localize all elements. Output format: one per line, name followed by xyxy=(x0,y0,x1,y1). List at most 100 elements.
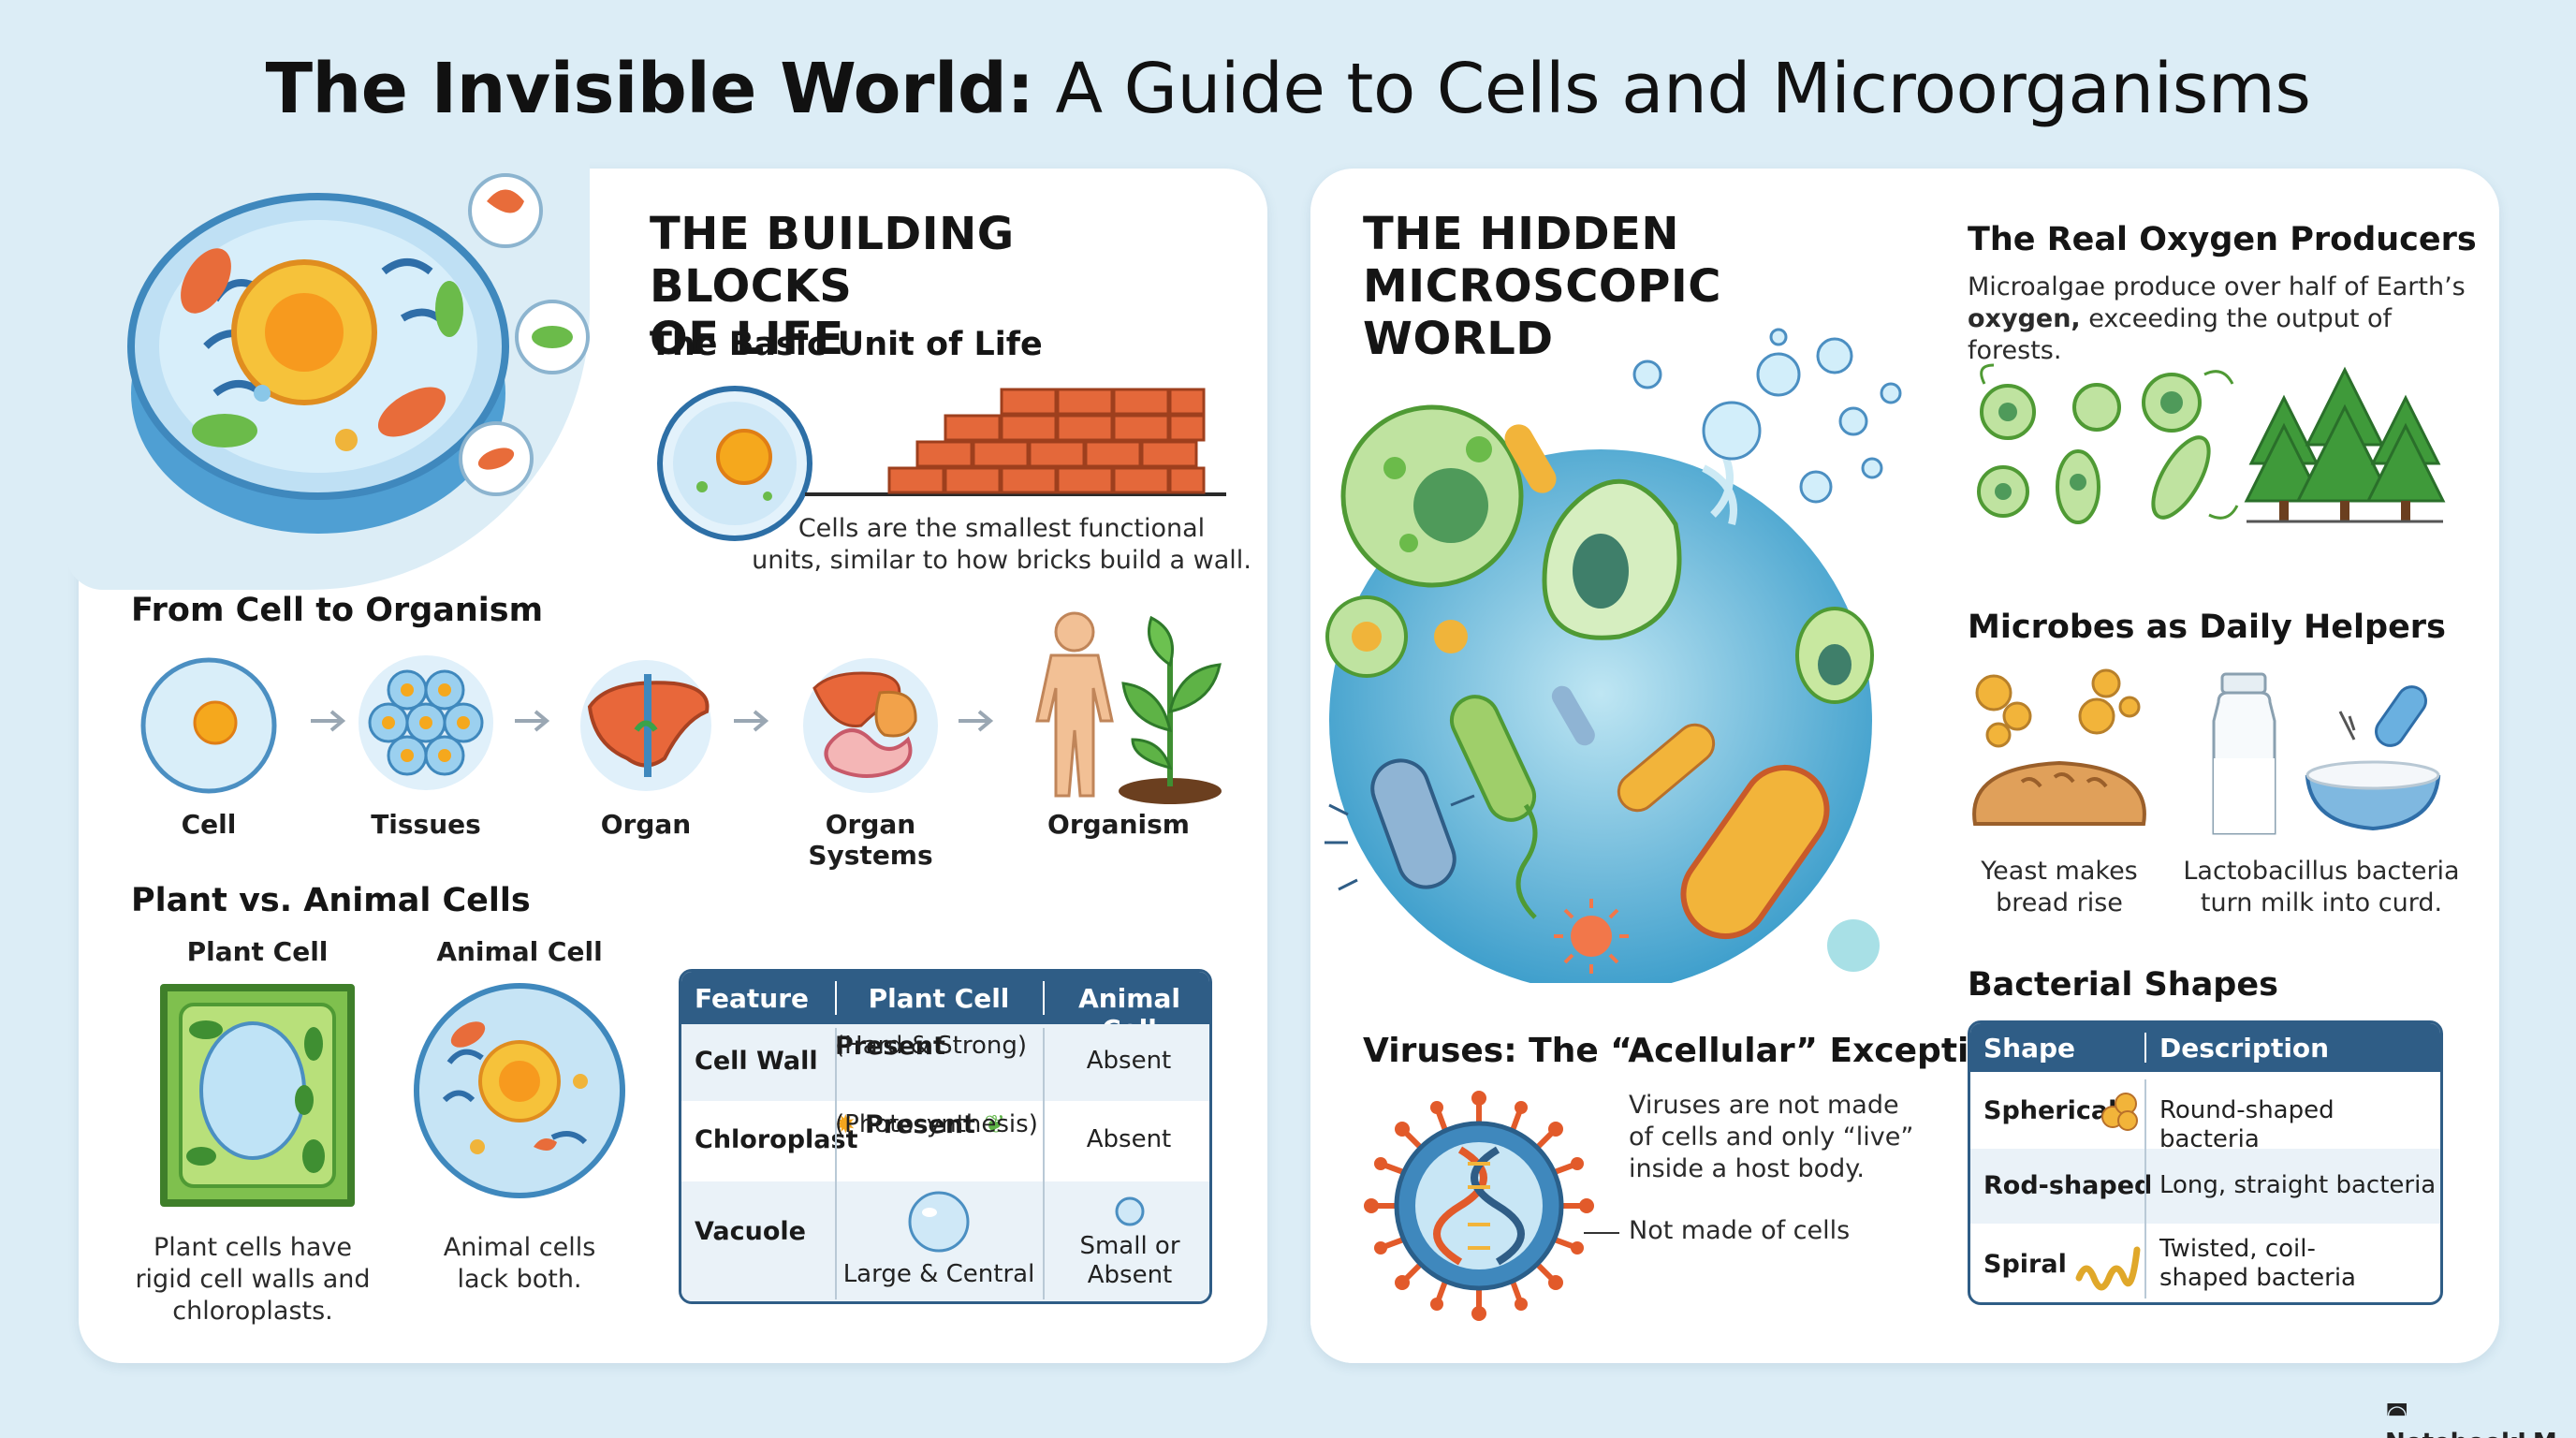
animal-cell-icon xyxy=(414,983,625,1198)
organ-systems-icon xyxy=(803,658,938,793)
table-row: Rod-shaped Long, straight bacteria xyxy=(1970,1149,2440,1224)
heading-line: THE BUILDING BLOCKS xyxy=(650,208,1015,313)
bacterial-shapes-heading: Bacterial Shapes xyxy=(1968,966,2278,1004)
table-header-cell: Shape xyxy=(1983,1033,2076,1064)
caption-line: lack both. xyxy=(457,1265,582,1294)
spiral-bacteria-icon xyxy=(2075,1246,2141,1291)
caption-line: bread rise xyxy=(1996,888,2123,917)
brand-name: NotebookLM xyxy=(2385,1429,2557,1438)
tissues-icon xyxy=(359,655,493,790)
shape-cell: Rod-shaped xyxy=(1983,1171,2153,1200)
organ-liver-icon xyxy=(580,660,711,791)
heading-line: OF LIFE xyxy=(650,313,844,365)
oxygen-heading: The Real Oxygen Producers xyxy=(1968,221,2477,258)
lacto-caption: Lactobacillus bacteria turn milk into cu… xyxy=(2181,856,2462,919)
description-cell: Round-shaped bacteria xyxy=(2159,1096,2334,1153)
step-label-organ: Organ xyxy=(600,809,692,840)
title-bold: The Invisible World: xyxy=(265,49,1034,129)
spherical-bacteria-icon xyxy=(2101,1093,2138,1131)
table-header-cell: Feature xyxy=(695,983,809,1014)
plant-animal-table: Feature Plant Cell Animal Cell Cell Wall… xyxy=(679,969,1212,1304)
caption-line: Yeast makes xyxy=(1981,857,2138,886)
table-row: Spherical Round-shaped bacteria xyxy=(1970,1072,2440,1153)
callout-line xyxy=(1584,1232,1619,1234)
notebooklm-icon: ◚ xyxy=(2385,1401,2409,1429)
microscopic-world-illustration xyxy=(1325,328,1902,992)
description-cell: Long, straight bacteria xyxy=(2159,1171,2437,1199)
cell-icon xyxy=(657,386,812,541)
feature-cell: Cell Wall xyxy=(695,1047,818,1076)
oxygen-rest: exceeding the output of forests. xyxy=(1968,304,2393,365)
caption-line: Animal cells xyxy=(443,1233,596,1262)
plant-cell-label: Plant Cell xyxy=(186,936,329,967)
caption-line: chloroplasts. xyxy=(172,1297,333,1326)
caption-line: units, similar to how bricks build a wal… xyxy=(752,546,1251,575)
description-cell: Twisted, coil-shaped bacteria xyxy=(2159,1235,2356,1292)
table-row: Spiral Twisted, coil-shaped bacteria xyxy=(1970,1224,2440,1302)
yeast-caption: Yeast makes bread rise xyxy=(1947,856,2172,919)
plant-icon xyxy=(1119,615,1222,804)
animal-value-cell: Absent xyxy=(1086,1125,1172,1153)
forest-icon xyxy=(2244,366,2446,523)
column-divider xyxy=(835,1028,837,1299)
column-divider xyxy=(1043,1028,1045,1299)
oxygen-bold: oxygen, xyxy=(1968,304,2081,333)
large-vacuole-icon xyxy=(908,1191,970,1253)
step-label-tissues: Tissues xyxy=(371,809,481,840)
arrow-right-icon xyxy=(515,710,550,732)
caption-line: turn milk into curd. xyxy=(2200,888,2443,917)
header-divider xyxy=(1043,981,1045,1015)
header-divider xyxy=(835,981,837,1015)
human-body-icon xyxy=(1035,611,1114,798)
feature-cell: Chloroplast xyxy=(695,1125,858,1154)
hidden-world-heading: THE HIDDEN MICROSCOPIC WORLD xyxy=(1363,208,1887,365)
caption-line: Lactobacillus bacteria xyxy=(2183,857,2460,886)
header-divider xyxy=(2144,1033,2146,1063)
bacterial-shapes-table: Shape Description Spherical Round-shaped… xyxy=(1968,1020,2443,1305)
title-regular: A Guide to Cells and Microorganisms xyxy=(1033,49,2311,129)
plant-value-main-wrap: ✹ Present ❦ xyxy=(835,1110,1005,1139)
viruses-text: Viruses are not made of cells and only “… xyxy=(1629,1090,1928,1185)
arrow-right-icon xyxy=(734,710,769,732)
oxygen-line: Microalgae produce over half of Earth’s xyxy=(1968,272,2466,301)
shape-cell: Spiral xyxy=(1983,1250,2067,1279)
virus-text-line: Viruses are not made xyxy=(1629,1091,1899,1120)
plant-value-cell: Large & Central xyxy=(842,1260,1035,1288)
table-row: Chloroplast ✹ Present ❦ (Photosynthesis)… xyxy=(681,1101,1209,1181)
animal-value-cell: Small or Absent xyxy=(1079,1232,1180,1289)
step-label-organ-systems: Organ Systems xyxy=(808,809,933,871)
virus-icon xyxy=(1364,1091,1594,1321)
brand-logo: ◚ NotebookLM xyxy=(2385,1401,2576,1438)
cell-step-icon xyxy=(140,657,277,794)
milk-curd-icon xyxy=(2212,672,2441,835)
caption-line: Cells are the smallest functional xyxy=(798,514,1206,543)
column-divider xyxy=(2144,1079,2146,1299)
arrow-right-icon xyxy=(959,710,994,732)
page-title: The Invisible World: A Guide to Cells an… xyxy=(0,49,2576,129)
table-row: Vacuole Large & Central Small or Absent xyxy=(681,1181,1209,1301)
feature-cell: Vacuole xyxy=(695,1217,806,1246)
small-vacuole-icon xyxy=(1115,1196,1145,1226)
heading-line: THE HIDDEN xyxy=(1363,208,1680,260)
cell-to-organism-heading: From Cell to Organism xyxy=(131,592,544,629)
table-header-row: Shape Description xyxy=(1970,1023,2440,1072)
animal-cell-large-icon xyxy=(127,173,590,534)
animal-cell-caption: Animal cells lack both. xyxy=(388,1232,651,1296)
basic-unit-heading: The Basic Unit of Life xyxy=(650,326,1043,363)
plant-vs-animal-heading: Plant vs. Animal Cells xyxy=(131,882,531,919)
microalgae-icon xyxy=(1977,363,2239,524)
building-blocks-caption: Cells are the smallest functional units,… xyxy=(739,513,1264,577)
virus-callout: Not made of cells xyxy=(1629,1216,1851,1245)
building-blocks-heading: THE BUILDING BLOCKS OF LIFE xyxy=(650,208,1174,365)
caption-line: Plant cells have xyxy=(154,1233,352,1262)
plant-cell-icon xyxy=(160,984,355,1207)
table-header-cell: Plant Cell xyxy=(868,983,1010,1014)
shape-cell: Spherical xyxy=(1983,1096,2117,1125)
plant-value-main: Present xyxy=(835,1032,945,1061)
plant-value-sub: (Hard & Strong) xyxy=(835,1032,1028,1060)
arrow-right-icon xyxy=(311,710,346,732)
plant-value-main: Present xyxy=(865,1110,975,1139)
leaf-icon: ❦ xyxy=(984,1110,1005,1139)
animal-cell-label: Animal Cell xyxy=(436,936,603,967)
step-label-cell: Cell xyxy=(181,809,237,840)
